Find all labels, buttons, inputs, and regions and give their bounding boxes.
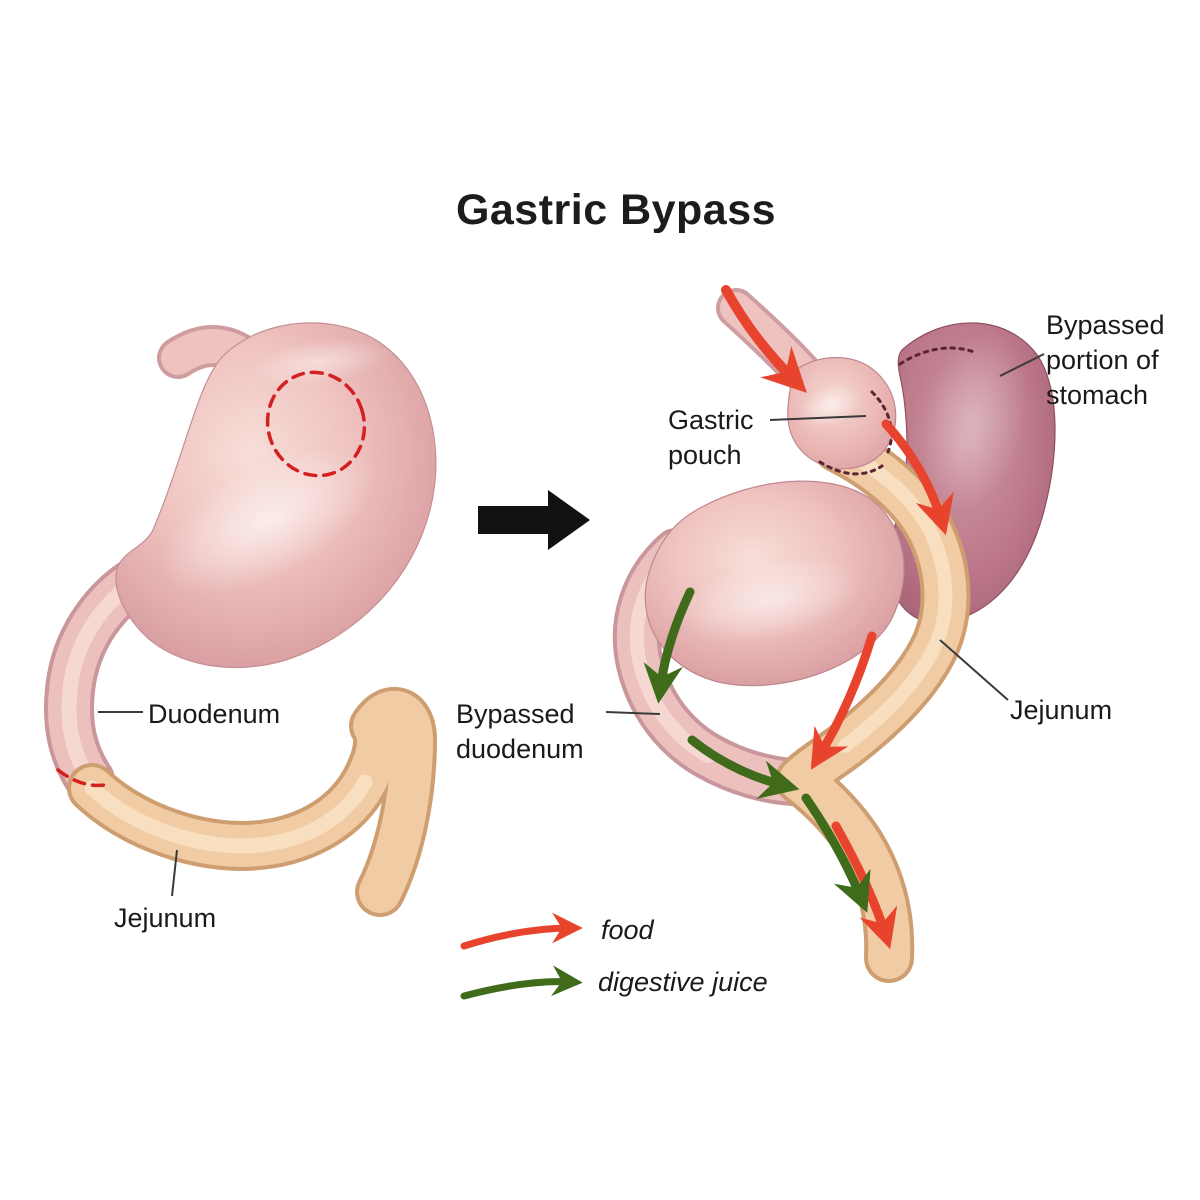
gastric-pouch-label-line: [769, 415, 867, 421]
diagram-title: Gastric Bypass: [455, 186, 777, 234]
right-bypass-illustration: [605, 285, 1056, 983]
bypassed-stomach-label-line: [999, 353, 1045, 377]
duodenum-left: [44, 547, 177, 805]
transform-arrow: [478, 490, 590, 550]
legend-arrows: [460, 912, 583, 1000]
jejunum-right-label-line: [939, 639, 1009, 701]
jejunum-label-line: [171, 849, 178, 897]
stomach-highlight: [160, 446, 376, 594]
legend-juice-arrow: [460, 965, 583, 1000]
label-bypassed-duodenum: Bypassed duodenum: [456, 699, 584, 765]
staple-line-top: [898, 346, 976, 366]
staple-line-pouch: [870, 390, 893, 454]
staple-line-bottom: [818, 460, 884, 476]
bowel-cut-line: [56, 768, 112, 788]
label-jejunum-right: Jejunum: [1010, 695, 1113, 725]
legend-food-arrow: [460, 912, 583, 950]
label-jejunum-left: Jejunum: [114, 903, 217, 933]
label-bypassed-stomach: Bypassed portion of stomach: [1046, 310, 1165, 411]
legend-food-label: food: [601, 915, 654, 945]
label-duodenum-left: Duodenum: [148, 699, 281, 729]
bypassed-duodenum-label-line: [605, 711, 661, 715]
legend-juice-label: digestive juice: [598, 967, 768, 997]
jejunum-left: [67, 687, 437, 917]
digestive-juice-arrows: [643, 587, 871, 913]
label-gastric-pouch: Gastric pouch: [668, 405, 754, 471]
pouch-cut-line: [265, 370, 367, 478]
left-stomach-illustration: [44, 322, 437, 917]
